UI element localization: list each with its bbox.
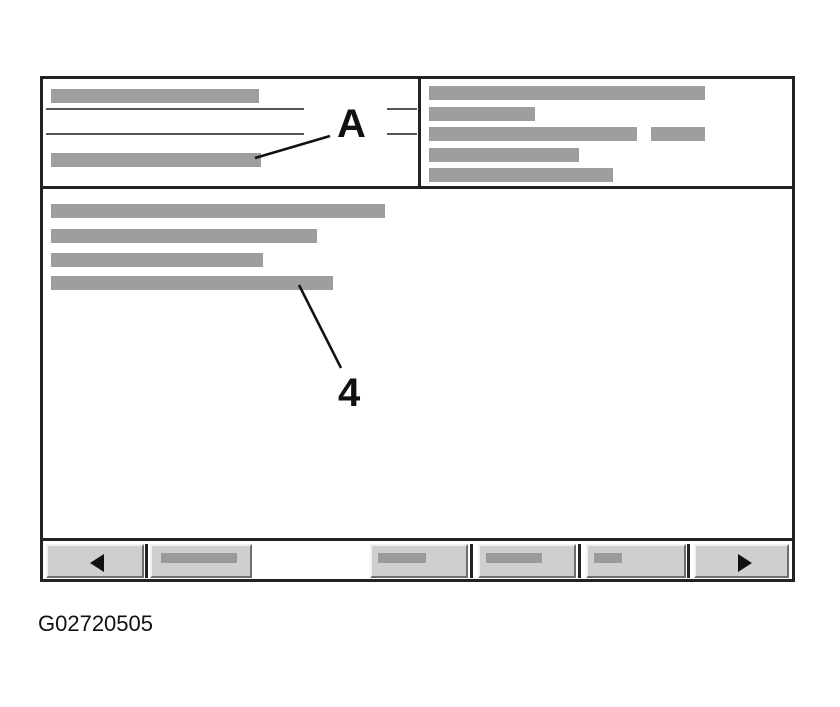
content-line-1	[51, 204, 385, 218]
header-middle-rule-2	[387, 133, 417, 135]
softkey-5[interactable]	[586, 544, 686, 578]
header-right-line-5	[429, 168, 613, 182]
header-left-line-1	[51, 89, 259, 103]
softkey-3-label	[378, 553, 426, 563]
scroll-right-button[interactable]	[694, 544, 789, 578]
header-horizontal-divider	[43, 186, 792, 189]
header-left-line-2	[51, 153, 261, 167]
figure-id: G02720505	[38, 611, 153, 636]
header-right-line-2	[429, 107, 535, 121]
softkey-2-blank[interactable]	[254, 544, 370, 578]
softkey-3[interactable]	[370, 544, 468, 578]
right-arrow-icon	[738, 554, 752, 572]
header-left-rule-1	[46, 108, 304, 110]
softkey-separator	[578, 544, 581, 578]
softkey-4-label	[486, 553, 542, 563]
callout-a-label: A	[337, 102, 366, 146]
header-left-rule-2	[46, 133, 304, 135]
header-vertical-divider	[418, 79, 421, 188]
display-screen	[40, 76, 795, 582]
content-line-2	[51, 229, 317, 243]
header-middle-rule-1	[387, 108, 417, 110]
header-right-line-3b	[651, 127, 705, 141]
softkey-5-label	[594, 553, 622, 563]
content-line-3	[51, 253, 263, 267]
header-right-line-4	[429, 148, 579, 162]
softkey-4[interactable]	[478, 544, 576, 578]
scroll-left-button[interactable]	[46, 544, 144, 578]
softkey-separator	[687, 544, 690, 578]
softkey-separator	[145, 544, 148, 578]
callout-4-label: 4	[338, 371, 361, 415]
header-right-line-3	[429, 127, 637, 141]
softkey-divider	[43, 538, 792, 541]
header-right-line-1	[429, 86, 705, 100]
content-line-4	[51, 276, 333, 290]
softkey-bar	[46, 544, 789, 578]
softkey-1-label	[161, 553, 237, 563]
left-arrow-icon	[90, 554, 104, 572]
softkey-1[interactable]	[150, 544, 252, 578]
softkey-separator	[470, 544, 473, 578]
